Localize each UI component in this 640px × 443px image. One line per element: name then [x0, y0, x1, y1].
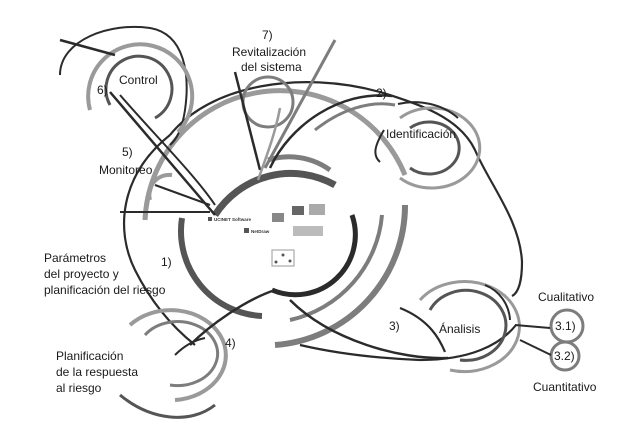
- step5-number: 5): [122, 145, 133, 159]
- step1-label-line1: Parámetros: [44, 251, 106, 265]
- ucinet-logo-text: UCINET Software: [214, 217, 252, 222]
- center-logos: UCINET Software NetDraw: [208, 204, 325, 267]
- step2-number: 2): [376, 86, 387, 100]
- step6-label: Control: [119, 73, 158, 87]
- step31-number: 3.1): [555, 319, 576, 333]
- identificacion-node: [268, 94, 482, 190]
- network-image-5: [271, 249, 295, 267]
- step5-label: Monitoreo: [99, 163, 153, 177]
- network-image-3: [309, 204, 325, 215]
- step2-label: Identificación: [386, 127, 456, 141]
- step7-label-line2: del sistema: [241, 60, 302, 74]
- step4-label-line1: Planificación: [56, 349, 123, 363]
- control-node: [59, 25, 216, 216]
- monitoreo-lines: [120, 184, 211, 213]
- netdraw-logo-text: NetDraw: [251, 229, 270, 234]
- step7-label-line1: Revitalización: [232, 45, 306, 59]
- step31-heading: Cualitativo: [538, 290, 594, 304]
- network-image-2: [292, 206, 304, 215]
- step3-label: Ánalisis: [439, 321, 480, 336]
- step1-number: 1): [161, 255, 172, 269]
- labels: 7) Revitalización del sistema 6) Control…: [44, 28, 597, 395]
- step1-label-line2: del proyecto y: [44, 267, 119, 281]
- analisis-node: [289, 280, 521, 374]
- step6-number: 6): [97, 83, 108, 97]
- step1-label-line3: planificación del riesgo: [44, 283, 166, 297]
- step32-heading: Cuantitativo: [533, 380, 597, 394]
- step7-number: 7): [262, 28, 273, 42]
- step4-number: 4): [225, 336, 236, 350]
- revitalizacion-node: [233, 39, 337, 181]
- step4-label-line3: al riesgo: [56, 381, 102, 395]
- planificacion-respuesta-node: [119, 288, 276, 419]
- step32-number: 3.2): [554, 349, 575, 363]
- subnodes-3: [514, 308, 585, 372]
- network-image-1: [272, 213, 284, 222]
- step4-label-line2: de la respuesta: [56, 365, 138, 379]
- network-image-4: [293, 226, 323, 236]
- step3-number: 3): [389, 319, 400, 333]
